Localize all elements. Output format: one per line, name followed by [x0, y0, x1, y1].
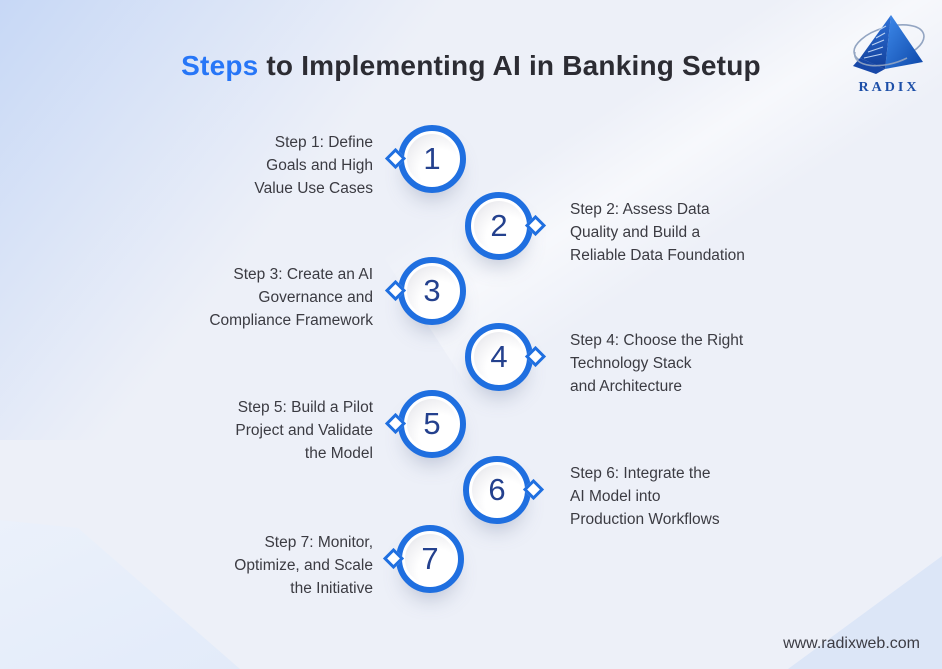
pointer-left-icon: [382, 547, 405, 570]
step-2-circle: 2: [465, 192, 547, 260]
step-2-label: Step 2: Assess Data Quality and Build a …: [570, 198, 870, 267]
pyramid-orbit-icon: [853, 15, 925, 74]
step-line: Step 7: Monitor,: [264, 534, 373, 551]
step-5-label: Step 5: Build a Pilot Project and Valida…: [73, 396, 373, 465]
step-line: Production Workflows: [570, 511, 720, 528]
page-title: Steps to Implementing AI in Banking Setu…: [0, 50, 942, 82]
step-5-circle: 5: [384, 390, 466, 458]
step-line: Step 5: Build a Pilot: [237, 399, 373, 416]
step-line: Step 6: Integrate the: [570, 465, 711, 482]
step-6-label: Step 6: Integrate the AI Model into Prod…: [570, 462, 870, 531]
step-line: Value Use Cases: [254, 180, 373, 197]
step-7-label: Step 7: Monitor, Optimize, and Scale the…: [73, 531, 373, 600]
step-1-label: Step 1: Define Goals and High Value Use …: [73, 131, 373, 200]
website-url: www.radixweb.com: [783, 635, 920, 652]
step-line: Optimize, and Scale: [234, 557, 373, 574]
title-highlight: Steps: [181, 50, 259, 81]
step-4-number: 4: [490, 339, 508, 374]
radix-logo: RADIX: [846, 12, 932, 96]
pointer-right-icon: [524, 214, 547, 237]
step-6-number: 6: [488, 472, 506, 507]
step-6-circle: 6: [463, 456, 545, 524]
step-3-circle: 3: [384, 257, 466, 325]
step-7-circle: 7: [382, 525, 464, 593]
step-4-label: Step 4: Choose the Right Technology Stac…: [570, 329, 870, 398]
step-line: the Model: [304, 445, 373, 462]
step-2-number: 2: [490, 208, 508, 243]
pointer-left-icon: [384, 147, 407, 170]
pointer-right-icon: [522, 478, 545, 501]
step-1-number: 1: [423, 141, 441, 176]
step-3-label: Step 3: Create an AI Governance and Comp…: [73, 263, 373, 332]
step-line: Governance and: [258, 289, 373, 306]
step-4-circle: 4: [465, 323, 547, 391]
brand-name: RADIX: [858, 80, 920, 95]
step-line: the Initiative: [290, 580, 373, 597]
step-line: Compliance Framework: [209, 312, 373, 329]
title-rest: to Implementing AI in Banking Setup: [258, 50, 761, 81]
step-3-number: 3: [423, 273, 441, 308]
step-5-number: 5: [423, 406, 441, 441]
pointer-left-icon: [384, 412, 407, 435]
step-line: Reliable Data Foundation: [570, 247, 745, 264]
step-line: Goals and High: [266, 157, 373, 174]
pointer-right-icon: [524, 345, 547, 368]
step-7-number: 7: [421, 541, 439, 576]
pointer-left-icon: [384, 279, 407, 302]
step-line: Technology Stack: [570, 355, 692, 372]
step-line: Step 3: Create an AI: [233, 266, 373, 283]
step-line: Step 4: Choose the Right: [570, 332, 744, 349]
step-line: Step 1: Define: [274, 134, 373, 151]
step-line: Quality and Build a: [570, 224, 701, 241]
step-line: AI Model into: [570, 488, 661, 505]
step-1-circle: 1: [384, 125, 466, 193]
step-line: Step 2: Assess Data: [570, 201, 710, 218]
step-line: and Architecture: [570, 378, 683, 395]
step-line: Project and Validate: [235, 422, 373, 439]
